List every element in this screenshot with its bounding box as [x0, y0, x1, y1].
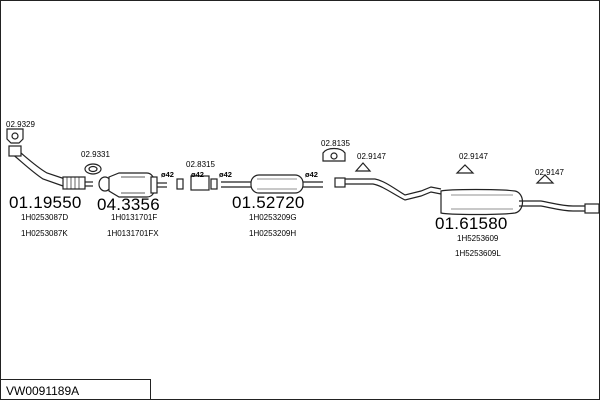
part-ref: 1H0131701F [111, 213, 158, 222]
diagram-code: VW0091189A [1, 379, 151, 399]
front-pipe [8, 145, 93, 190]
accessory-label: 02.9147 [357, 152, 386, 161]
part-number: 01.19550 [9, 193, 82, 212]
ring-gasket [84, 163, 102, 175]
rubber-mount [322, 147, 555, 184]
accessory-label: 02.9329 [6, 120, 35, 129]
part-number: 01.61580 [435, 214, 508, 233]
part-ref: 1H0253209H [249, 229, 297, 238]
part-number: 04.3356 [97, 195, 160, 214]
part-ref: 1H0131701FX [107, 229, 159, 238]
part-ref: 1H0253087D [21, 213, 69, 222]
part-ref: 1H0253087K [21, 229, 68, 238]
accessory-label: 02.9147 [535, 168, 564, 177]
rear-pipe [334, 177, 442, 201]
diameter-label: ø42 [161, 170, 174, 179]
accessory-label: 02.9331 [81, 150, 110, 159]
accessory-label: 02.9147 [459, 152, 488, 161]
accessory-label: 02.8315 [186, 160, 215, 169]
diameter-label: ø42 [191, 170, 204, 179]
diameter-label: ø42 [219, 170, 232, 179]
rear-silencer [440, 188, 599, 216]
part-ref: 1H5253609 [457, 234, 499, 243]
accessory-label: 02.8135 [321, 139, 350, 148]
clamp [176, 175, 218, 191]
part-number: 01.52720 [232, 193, 305, 212]
catalytic-converter [98, 172, 167, 198]
part-ref: 1H5253609L [455, 249, 501, 258]
middle-silencer [221, 174, 323, 194]
flange-gasket [6, 128, 24, 144]
diameter-label: ø42 [305, 170, 318, 179]
part-ref: 1H0253209G [249, 213, 297, 222]
